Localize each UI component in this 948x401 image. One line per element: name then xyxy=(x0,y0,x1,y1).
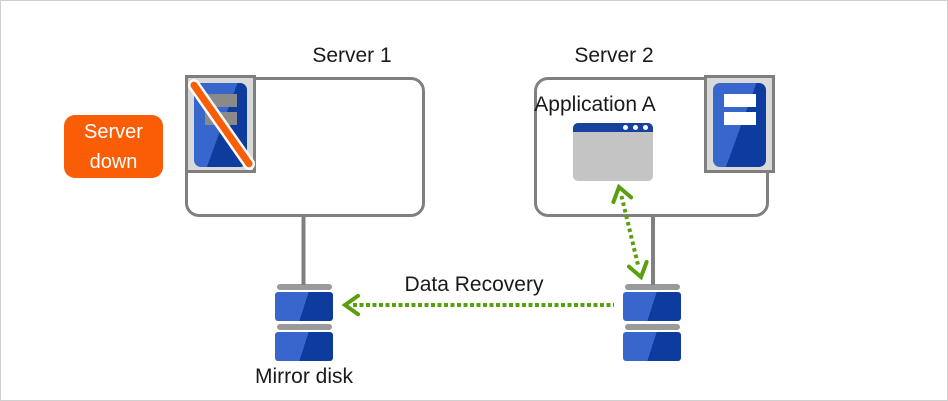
server-down-badge-line1: Server xyxy=(84,120,143,143)
application-window-icon xyxy=(573,123,653,181)
server-tower-icon xyxy=(713,83,766,167)
disk-cap xyxy=(624,324,680,330)
disk-platter xyxy=(623,332,681,361)
mirror-disk-stack-server2 xyxy=(623,284,681,364)
server1-label: Server 1 xyxy=(312,44,392,67)
data-recovery-arrow xyxy=(341,293,614,317)
tower-slot-bar xyxy=(724,112,756,125)
disk-platter xyxy=(275,292,333,321)
disk-cap xyxy=(276,284,332,290)
mirror-disk-stack-server1 xyxy=(275,284,333,364)
application-label: Application A xyxy=(534,93,656,116)
data-recovery-label: Data Recovery xyxy=(404,273,544,296)
window-titlebar xyxy=(573,123,653,132)
tower-slot-bar xyxy=(205,94,237,107)
window-dot-icon xyxy=(643,125,648,130)
server2-label: Server 2 xyxy=(574,44,654,67)
server-down-badge: Server down xyxy=(64,115,163,178)
window-dot-icon xyxy=(623,125,628,130)
tower-slot-bar xyxy=(724,94,756,107)
mirror-disk-label: Mirror disk xyxy=(255,365,353,388)
disk-platter xyxy=(275,332,333,361)
disk-cap xyxy=(624,284,680,290)
window-dot-icon xyxy=(633,125,638,130)
server-down-badge-line2: down xyxy=(89,150,138,173)
disk-platter xyxy=(623,292,681,321)
server2-active-tower-icon xyxy=(704,75,775,173)
disk-cap xyxy=(276,324,332,330)
server1-failed-tower-icon xyxy=(185,75,256,173)
